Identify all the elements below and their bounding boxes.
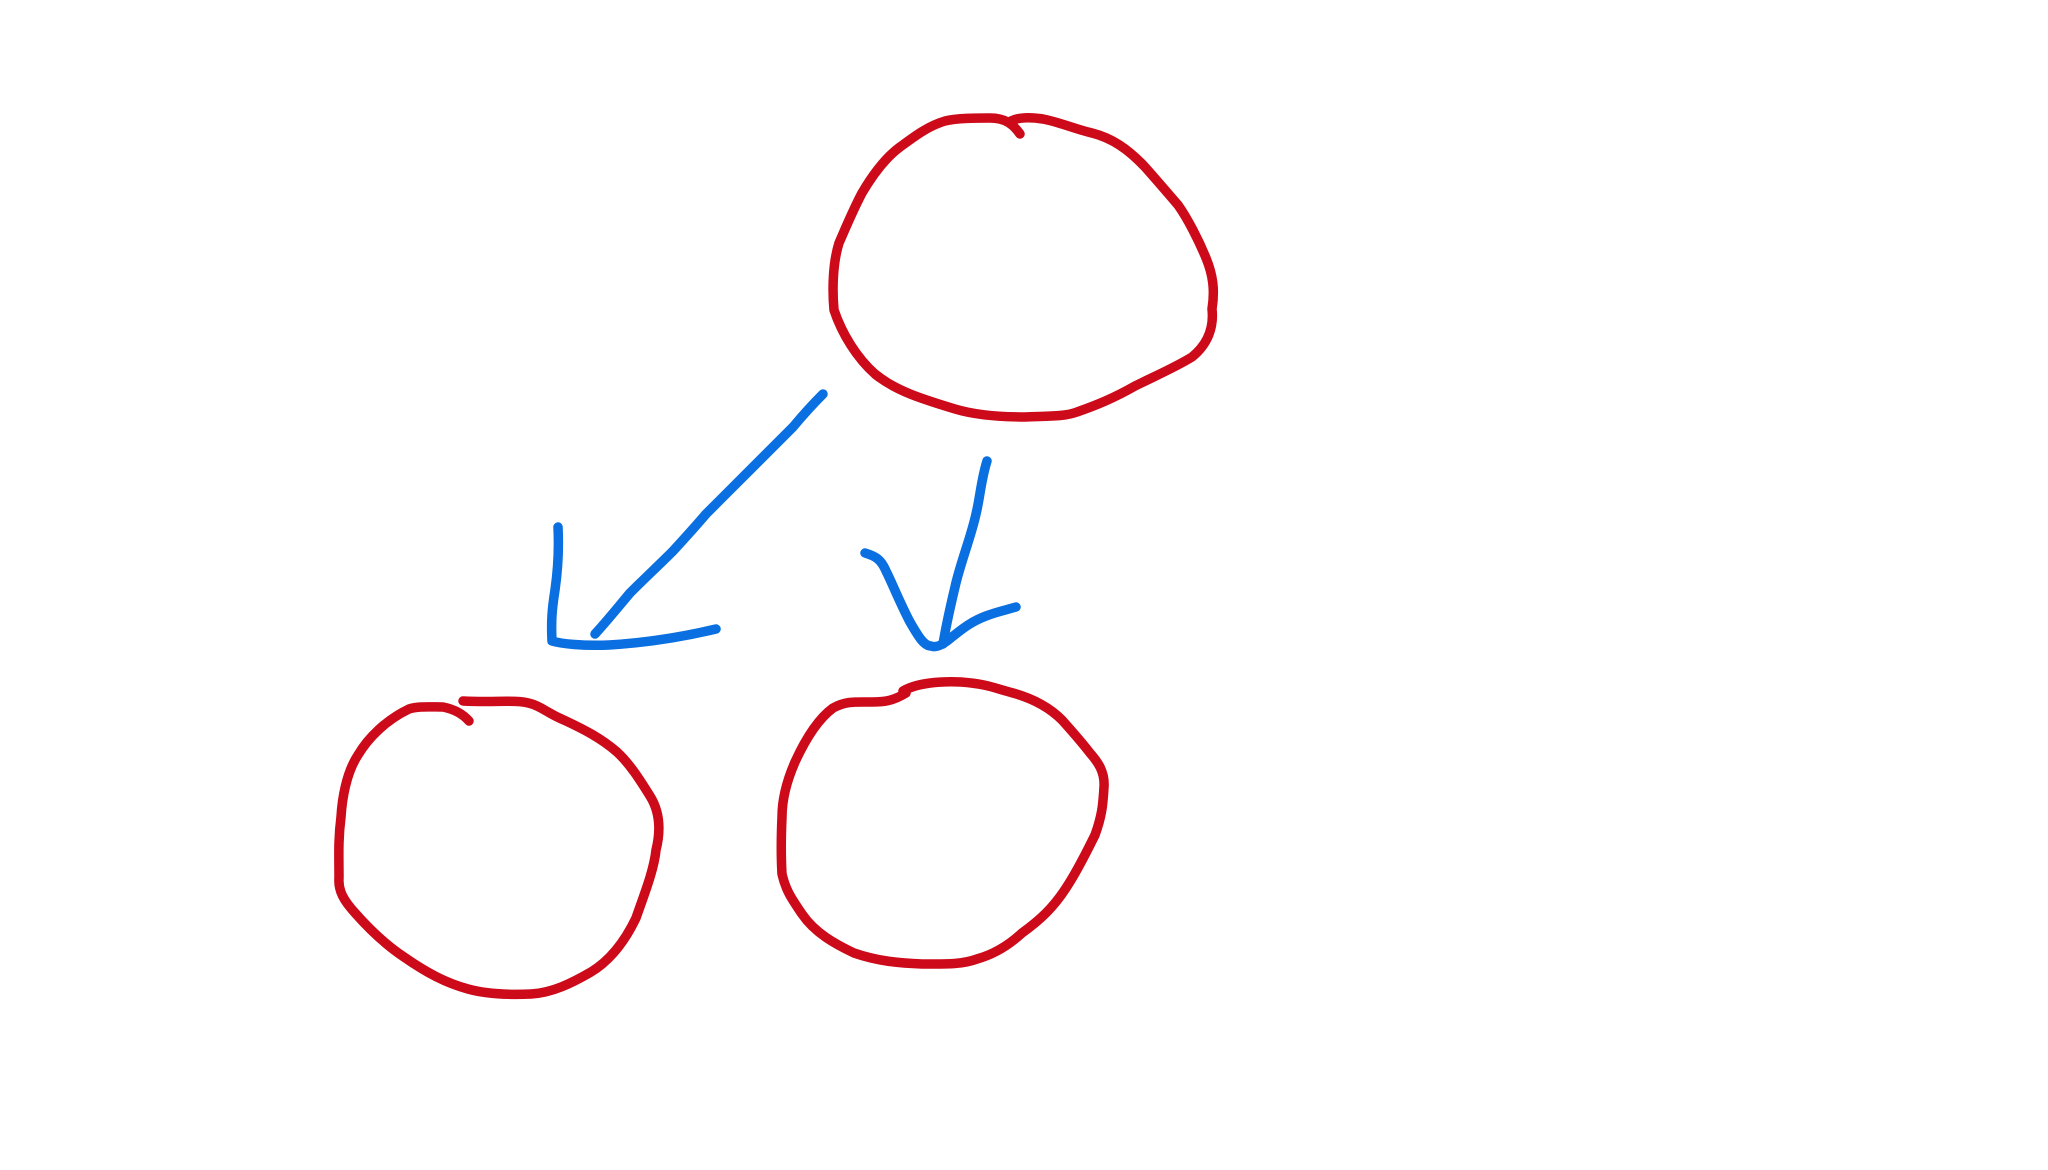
edge-top-to-right-shaft bbox=[938, 456, 992, 649]
edge-top-to-left-shaft bbox=[590, 389, 828, 639]
edge-top-to-right-arrowhead bbox=[860, 548, 1021, 652]
edge-top-to-left-arrowhead bbox=[546, 522, 721, 650]
node-top bbox=[828, 112, 1219, 422]
node-bottom-left bbox=[334, 696, 664, 1000]
node-bottom-right bbox=[776, 677, 1109, 969]
